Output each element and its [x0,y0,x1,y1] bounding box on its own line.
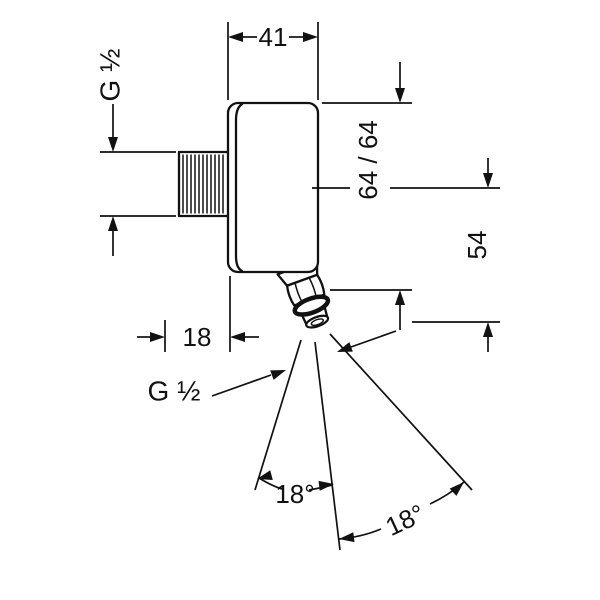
dim-angle-inner: 18° [257,470,334,509]
wall-plate [226,101,320,274]
dim-label-18: 18 [183,322,212,352]
dim-height-64-64: 64 / 64 [322,62,412,330]
thread-hatching [182,154,224,214]
outlet-connector [276,258,331,329]
angle-label-outer: 18° [381,498,429,542]
wall-plate-side-edge [234,102,244,273]
swivel-fan-lines [254,333,473,551]
dim-label-inlet-thread: G ½ [95,49,126,102]
dim-width-41: 41 [227,22,319,100]
outlet-ball-ring [292,294,331,317]
dim-inlet-thread: G ½ [95,49,176,256]
dim-label-outlet-thread: G ½ [148,376,201,407]
dim-depth-54: 54 [312,158,500,352]
dim-angle-outer: 18° [338,481,465,543]
label-outlet-thread: G ½ [148,330,397,407]
dim-label-64-64: 64 / 64 [353,120,383,200]
dim-offset-18: 18 [137,276,259,352]
dim-label-54: 54 [462,231,492,260]
angle-label-inner: 18° [275,479,314,509]
dim-label-41: 41 [259,22,288,52]
inlet-thread-pipe [177,150,230,218]
